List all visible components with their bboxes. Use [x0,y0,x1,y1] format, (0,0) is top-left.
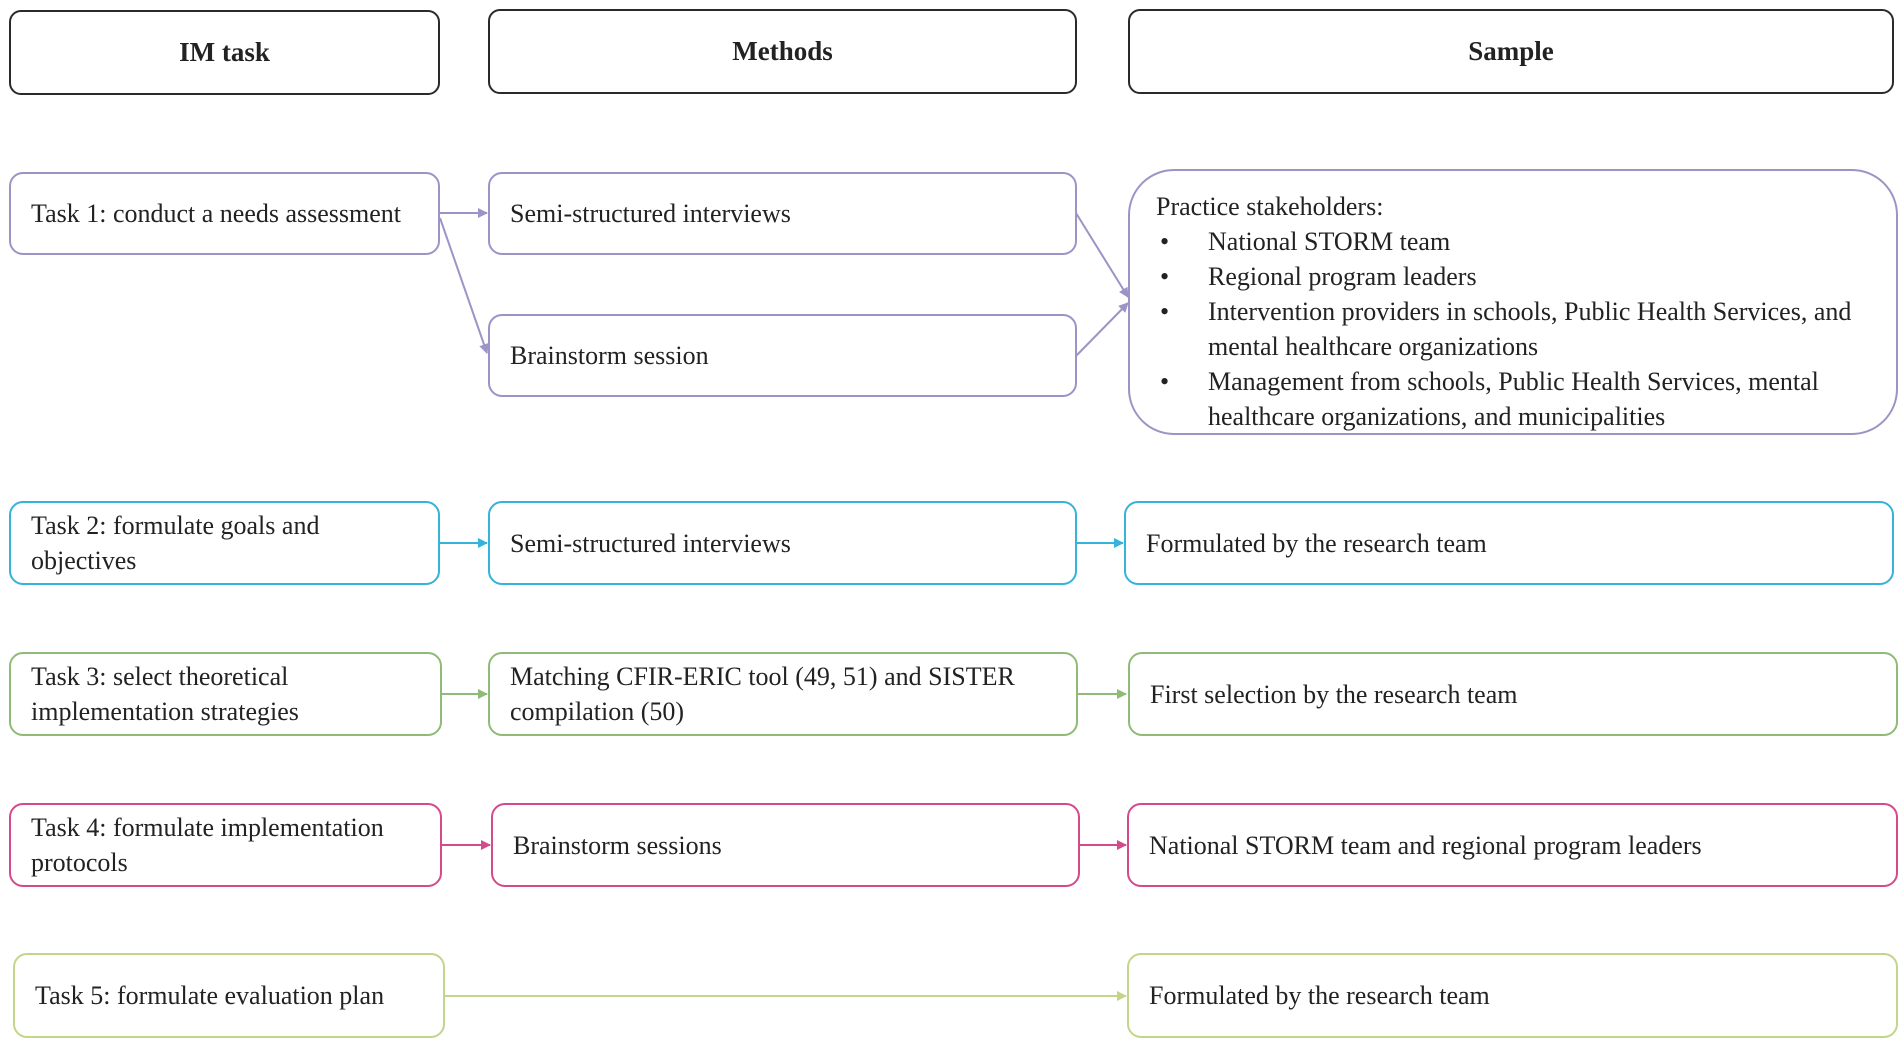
task1-sample-stakeholders: Practice stakeholders: • National STORM t… [1128,169,1898,435]
stakeholders-title: Practice stakeholders: [1156,192,1384,221]
task4-method: Brainstorm sessions [491,803,1080,887]
stakeholders-list: • National STORM team • Regional program l… [1156,224,1860,434]
task4-box: Task 4: formulate implementation protoco… [9,803,442,887]
task5-box: Task 5: formulate evaluation plan [13,953,445,1038]
stakeholder-item: • Regional program leaders [1156,259,1860,294]
task3-sample: First selection by the research team [1128,652,1898,736]
header-methods: Methods [488,9,1077,94]
stakeholder-item: • Intervention providers in schools, Publ… [1156,294,1860,364]
arrow-brainstorm-to-stakeholders [1075,302,1129,357]
task2-method: Semi-structured interviews [488,501,1077,585]
bullet-icon: • [1160,262,1170,291]
task4-sample: National STORM team and regional program… [1127,803,1898,887]
header-im-task: IM task [9,10,440,95]
bullet-icon: • [1160,297,1170,326]
stakeholder-item-text: Regional program leaders [1208,262,1477,291]
task5-sample: Formulated by the research team [1127,953,1898,1038]
header-sample: Sample [1128,9,1894,94]
stakeholder-item: • Management from schools, Public Health … [1156,364,1860,434]
stakeholder-item-text: Management from schools, Public Health S… [1208,367,1819,431]
task2-sample: Formulated by the research team [1124,501,1894,585]
task3-method: Matching CFIR-ERIC tool (49, 51) and SIS… [488,652,1078,736]
bullet-icon: • [1160,227,1170,256]
task2-box: Task 2: formulate goals and objectives [9,501,440,585]
task1-box: Task 1: conduct a needs assessment [9,172,440,255]
stakeholder-item-text: Intervention providers in schools, Publi… [1208,297,1852,361]
task1-method-brainstorm: Brainstorm session [488,314,1077,397]
stakeholder-item-text: National STORM team [1208,227,1451,256]
task3-box: Task 3: select theoretical implementatio… [9,652,442,736]
bullet-icon: • [1160,367,1170,396]
task1-method-interviews: Semi-structured interviews [488,172,1077,255]
arrow-interviews-to-stakeholders [1075,212,1129,298]
stakeholder-item: • National STORM team [1156,224,1860,259]
arrow-task1-to-brainstorm [439,217,489,354]
